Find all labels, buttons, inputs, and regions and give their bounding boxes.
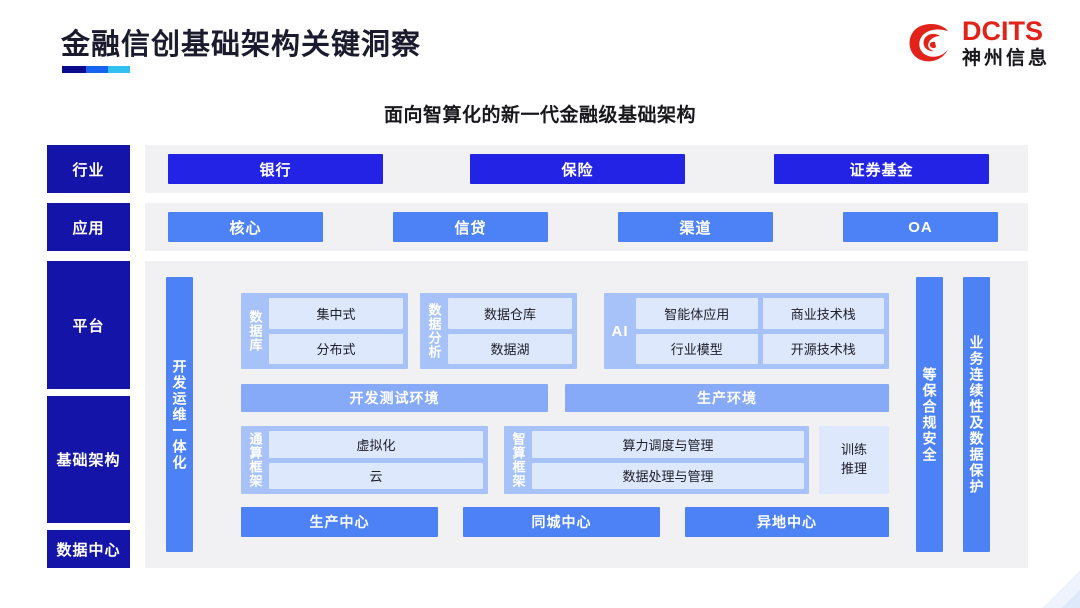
cell-commercial-tech-stack[interactable]: 商业技术栈 [762, 298, 884, 329]
industry-item-bank[interactable]: 银行 [168, 154, 383, 184]
application-row-panel: 核心 信贷 渠道 OA [145, 203, 1028, 251]
layer-label-platform: 平台 [47, 261, 130, 389]
cell-agent-application[interactable]: 智能体应用 [636, 298, 758, 329]
cell-train-infer[interactable]: 训练 推理 [819, 426, 889, 494]
vertical-bar-business-continuity: 业务连续性及数据保护 [963, 277, 990, 552]
brand-logo: DCITS 神州信息 [904, 18, 1050, 68]
group-row: 算力调度与管理 [532, 431, 804, 458]
layer-label-infrastructure: 基础架构 [47, 396, 130, 523]
group-body-intelligent-compute-framework: 算力调度与管理 数据处理与管理 [532, 431, 804, 489]
group-label-intelligent-compute-framework: 智算框架 [510, 432, 526, 488]
train-label: 训练 [840, 442, 867, 458]
infer-label: 推理 [840, 461, 867, 476]
group-body-general-compute-framework: 虚拟化 云 [269, 431, 483, 489]
industry-item-insurance[interactable]: 保险 [470, 154, 685, 184]
application-item-core[interactable]: 核心 [168, 212, 323, 242]
cell-cloud[interactable]: 云 [269, 462, 483, 489]
datacenter-remote[interactable]: 异地中心 [685, 507, 889, 537]
group-row: 数据湖 [448, 333, 572, 364]
datacenter-metro[interactable]: 同城中心 [463, 507, 660, 537]
application-item-oa[interactable]: OA [843, 212, 998, 242]
logo-text-en: DCITS [961, 16, 1043, 46]
environment-dev-test[interactable]: 开发测试环境 [241, 384, 548, 412]
group-row: 数据仓库 [448, 298, 572, 329]
layer-label-datacenter: 数据中心 [47, 530, 130, 568]
group-label-ai: AI [611, 322, 629, 340]
group-body-database: 集中式 分布式 [269, 298, 403, 364]
group-label-general-compute-framework: 通算框架 [247, 432, 263, 488]
group-general-compute-framework: 通算框架 虚拟化 云 [241, 426, 488, 494]
rule-segment-cyan [108, 66, 130, 73]
datacenter-production[interactable]: 生产中心 [241, 507, 438, 537]
cell-virtualization[interactable]: 虚拟化 [269, 431, 483, 458]
page-title: 金融信创基础架构关键洞察 [61, 29, 422, 61]
group-row: 智能体应用 商业技术栈 [636, 298, 884, 329]
group-row: 集中式 [269, 298, 403, 329]
layer-label-industry: 行业 [47, 145, 130, 193]
cell-data-lake[interactable]: 数据湖 [448, 333, 572, 364]
group-row: 虚拟化 [269, 431, 483, 458]
group-row: 数据处理与管理 [532, 462, 804, 489]
group-intelligent-compute-framework: 智算框架 算力调度与管理 数据处理与管理 [504, 426, 809, 494]
layer-label-application: 应用 [47, 203, 130, 251]
industry-row-panel: 银行 保险 证券基金 [145, 145, 1028, 193]
group-row: 云 [269, 462, 483, 489]
cell-data-processing-management[interactable]: 数据处理与管理 [532, 462, 804, 489]
cell-compute-scheduling-management[interactable]: 算力调度与管理 [532, 431, 804, 458]
group-body-data-analysis: 数据仓库 数据湖 [448, 298, 572, 364]
dcits-swirl-icon [904, 18, 954, 68]
group-database: 数据库 集中式 分布式 [241, 293, 408, 369]
group-row: 行业模型 开源技术栈 [636, 333, 884, 364]
industry-item-securities-fund[interactable]: 证券基金 [774, 154, 989, 184]
cell-distributed[interactable]: 分布式 [269, 333, 403, 364]
cell-industry-model[interactable]: 行业模型 [636, 333, 758, 364]
slide-header: 金融信创基础架构关键洞察 DCITS 神州信息 [0, 0, 1080, 92]
cell-centralized[interactable]: 集中式 [269, 298, 403, 329]
group-data-analysis: 数据分析 数据仓库 数据湖 [420, 293, 577, 369]
logo-wordmark: DCITS 神州信息 [961, 16, 1050, 69]
group-label-data-analysis: 数据分析 [426, 303, 442, 359]
vertical-bar-devops: 开发运维一体化 [166, 277, 193, 552]
rule-segment-blue [86, 66, 108, 73]
environment-production[interactable]: 生产环境 [565, 384, 889, 412]
group-ai: AI 智能体应用 商业技术栈 行业模型 开源技术栈 [604, 293, 889, 369]
application-item-credit[interactable]: 信贷 [393, 212, 548, 242]
vertical-bar-compliance-security: 等保合规安全 [916, 277, 943, 552]
application-item-channel[interactable]: 渠道 [618, 212, 773, 242]
group-row: 分布式 [269, 333, 403, 364]
group-body-ai: 智能体应用 商业技术栈 行业模型 开源技术栈 [636, 298, 884, 364]
cell-opensource-tech-stack[interactable]: 开源技术栈 [762, 333, 884, 364]
diagram-subtitle: 面向智算化的新一代金融级基础架构 [383, 105, 696, 126]
cell-data-warehouse[interactable]: 数据仓库 [448, 298, 572, 329]
platform-main-panel: 开发运维一体化 等保合规安全 业务连续性及数据保护 数据库 集中式 分布式 数据… [145, 261, 1028, 568]
rule-segment-navy [62, 66, 86, 73]
title-underline-rule [62, 66, 130, 73]
logo-text-cn: 神州信息 [961, 48, 1050, 69]
group-label-database: 数据库 [247, 310, 263, 352]
